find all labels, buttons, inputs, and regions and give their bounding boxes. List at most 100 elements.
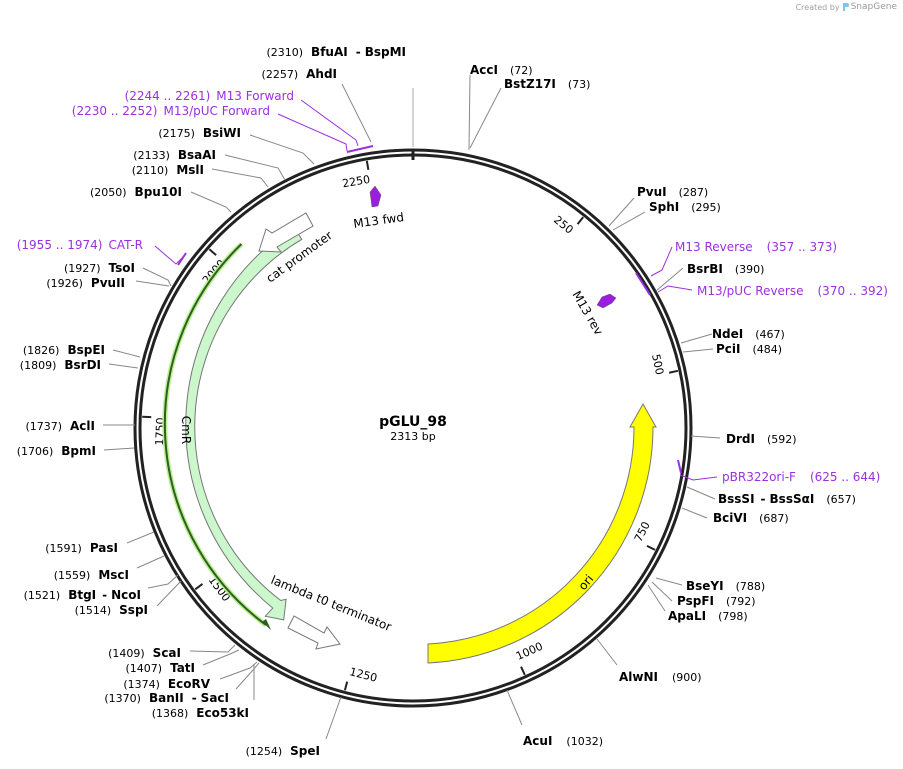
- svg-text:AlwNI(900): AlwNI(900): [619, 670, 702, 684]
- tick-mark: [576, 216, 584, 225]
- svg-text:M13/pUC Reverse(370 .. 392): M13/pUC Reverse(370 .. 392): [697, 284, 888, 298]
- site-tsoi[interactable]: TsoI: [109, 261, 135, 275]
- svg-text:(2050)Bpu10I: (2050)Bpu10I: [90, 185, 182, 199]
- site-bsrbi[interactable]: BsrBI: [687, 262, 723, 276]
- site-bsssi[interactable]: BssSI: [718, 492, 755, 506]
- site-bspmi[interactable]: BspMI: [365, 45, 406, 59]
- lambda-t0-terminator-feature[interactable]: [287, 615, 341, 650]
- site-drdi[interactable]: DrdI: [726, 432, 755, 446]
- svg-text:(1955 .. 1974)CAT-R: (1955 .. 1974)CAT-R: [17, 238, 143, 252]
- plasmid-size: 2313 bp: [390, 430, 435, 443]
- svg-text:(1737)AclI: (1737)AclI: [25, 419, 95, 433]
- tick-mark: [208, 248, 217, 256]
- site-pvui[interactable]: PvuI: [637, 185, 667, 199]
- site-eco53ki[interactable]: Eco53kI: [196, 706, 249, 720]
- site-bfuai[interactable]: BfuAI: [311, 45, 348, 59]
- site-bspei[interactable]: BspEI: [67, 343, 105, 357]
- site-msli[interactable]: MslI: [176, 163, 204, 177]
- tick-mark: [520, 666, 526, 676]
- site-ndei[interactable]: NdeI: [712, 327, 743, 341]
- tick-mark: [194, 583, 204, 591]
- site-pcii[interactable]: PciI: [716, 342, 741, 356]
- tick-label: 500: [649, 353, 666, 376]
- site-bstz17i[interactable]: BstZ17I: [504, 77, 556, 91]
- svg-text:ApaLI(798): ApaLI(798): [668, 609, 748, 623]
- site-acli[interactable]: AclI: [70, 419, 95, 433]
- site-bcivi[interactable]: BciVI: [713, 511, 747, 525]
- tick-mark: [668, 369, 679, 374]
- svg-text:(2133)BsaAI: (2133)BsaAI: [133, 148, 216, 162]
- svg-text:(1927)TsoI: (1927)TsoI: [64, 261, 135, 275]
- site-bsiwi[interactable]: BsiWI: [203, 126, 241, 140]
- site-btgi[interactable]: BtgI: [68, 588, 96, 602]
- site-pasi[interactable]: PasI: [90, 541, 118, 555]
- site-bpu10i[interactable]: Bpu10I: [135, 185, 182, 199]
- m13-fwd-feature[interactable]: [369, 185, 382, 208]
- site-bsaai[interactable]: BsaAI: [178, 148, 216, 162]
- site-sphi[interactable]: SphI: [649, 200, 679, 214]
- m13-rev-label: M13 rev: [569, 289, 605, 338]
- tick-mark: [365, 160, 370, 170]
- svg-text:BssSI-BssSαI(657): BssSI-BssSαI(657): [718, 492, 856, 506]
- svg-text:(1370)BanII-SacI: (1370)BanII-SacI: [104, 691, 229, 705]
- svg-text:(1559)MscI: (1559)MscI: [54, 568, 129, 582]
- site-acui[interactable]: AcuI: [523, 734, 552, 748]
- cmr-feature[interactable]: [185, 226, 303, 621]
- primer-leaders: [154, 99, 718, 481]
- site-ncoi[interactable]: NcoI: [111, 588, 141, 602]
- tick-label: 250: [551, 213, 576, 236]
- site-acci[interactable]: AccI: [470, 63, 498, 77]
- site-bseyi[interactable]: BseYI: [686, 579, 724, 593]
- svg-text:pBR322ori-F(625 .. 644): pBR322ori-F(625 .. 644): [722, 470, 880, 484]
- svg-text:(1926)PvuII: (1926)PvuII: [46, 276, 125, 290]
- svg-text:M13 Reverse(357 .. 373): M13 Reverse(357 .. 373): [675, 240, 837, 254]
- m13-rev-feature[interactable]: [596, 293, 617, 309]
- svg-text:(1706)BpmI: (1706)BpmI: [17, 444, 96, 458]
- svg-text:(1514)SspI: (1514)SspI: [75, 603, 148, 617]
- site-msci[interactable]: MscI: [98, 568, 129, 582]
- site-apali[interactable]: ApaLI: [668, 609, 706, 623]
- svg-text:BseYI(788): BseYI(788): [686, 579, 765, 593]
- site-ahdi[interactable]: AhdI: [306, 67, 337, 81]
- svg-text:BciVI(687): BciVI(687): [713, 511, 789, 525]
- ori-feature[interactable]: [427, 402, 657, 664]
- tick-mark: [646, 544, 656, 551]
- site-saci[interactable]: SacI: [201, 691, 229, 705]
- svg-text:PciI(484): PciI(484): [716, 342, 782, 356]
- site-pvuii[interactable]: PvuII: [91, 276, 125, 290]
- site-pspfi[interactable]: PspFI: [677, 594, 714, 608]
- cmr-cds-line: [163, 243, 267, 626]
- svg-text:(1521)BtgI-NcoI: (1521)BtgI-NcoI: [24, 588, 141, 602]
- svg-text:AccI(72): AccI(72): [470, 63, 533, 77]
- site-banii[interactable]: BanII: [149, 691, 184, 705]
- snapgene-logo-icon: [842, 3, 849, 11]
- svg-text:DrdI(592): DrdI(592): [726, 432, 797, 446]
- tick-label: 2250: [341, 173, 371, 191]
- m13-fwd-label: M13 fwd: [352, 210, 404, 231]
- svg-text:(2230 .. 2252)M13/pUC Forward: (2230 .. 2252)M13/pUC Forward: [72, 104, 270, 118]
- site-bsssai[interactable]: BssSαI: [770, 492, 815, 506]
- svg-text:(1407)TatI: (1407)TatI: [125, 661, 195, 675]
- tick-mark: [343, 681, 349, 691]
- site-bpmi[interactable]: BpmI: [61, 444, 96, 458]
- svg-text:(1809)BsrDI: (1809)BsrDI: [20, 358, 101, 372]
- site-ecorv[interactable]: EcoRV: [168, 677, 211, 691]
- svg-text:(2110)MslI: (2110)MslI: [132, 163, 204, 177]
- cmr-cds-arrowhead: [262, 619, 271, 630]
- site-alwni[interactable]: AlwNI: [619, 670, 658, 684]
- site-tati[interactable]: TatI: [170, 661, 195, 675]
- svg-text:(2310)BfuAI-BspMI: (2310)BfuAI-BspMI: [266, 45, 406, 59]
- cat-promoter-feature[interactable]: [258, 212, 314, 253]
- site-scai[interactable]: ScaI: [153, 646, 181, 660]
- site-leaders: [103, 74, 721, 740]
- lambda-t0-terminator-label: lambda t0 terminator: [269, 573, 394, 634]
- sites-left: (2310)BfuAI-BspMI (2257)AhdI (2175)BsiWI…: [17, 45, 406, 758]
- site-bsrdi[interactable]: BsrDI: [64, 358, 101, 372]
- site-spei[interactable]: SpeI: [290, 744, 320, 758]
- svg-text:BsrBI(390): BsrBI(390): [687, 262, 764, 276]
- svg-text:SphI(295): SphI(295): [649, 200, 721, 214]
- site-sspi[interactable]: SspI: [119, 603, 148, 617]
- svg-text:(2244 .. 2261)M13 Forward: (2244 .. 2261)M13 Forward: [125, 89, 294, 103]
- svg-text:PvuI(287): PvuI(287): [637, 185, 708, 199]
- svg-text:(1254)SpeI: (1254)SpeI: [246, 744, 320, 758]
